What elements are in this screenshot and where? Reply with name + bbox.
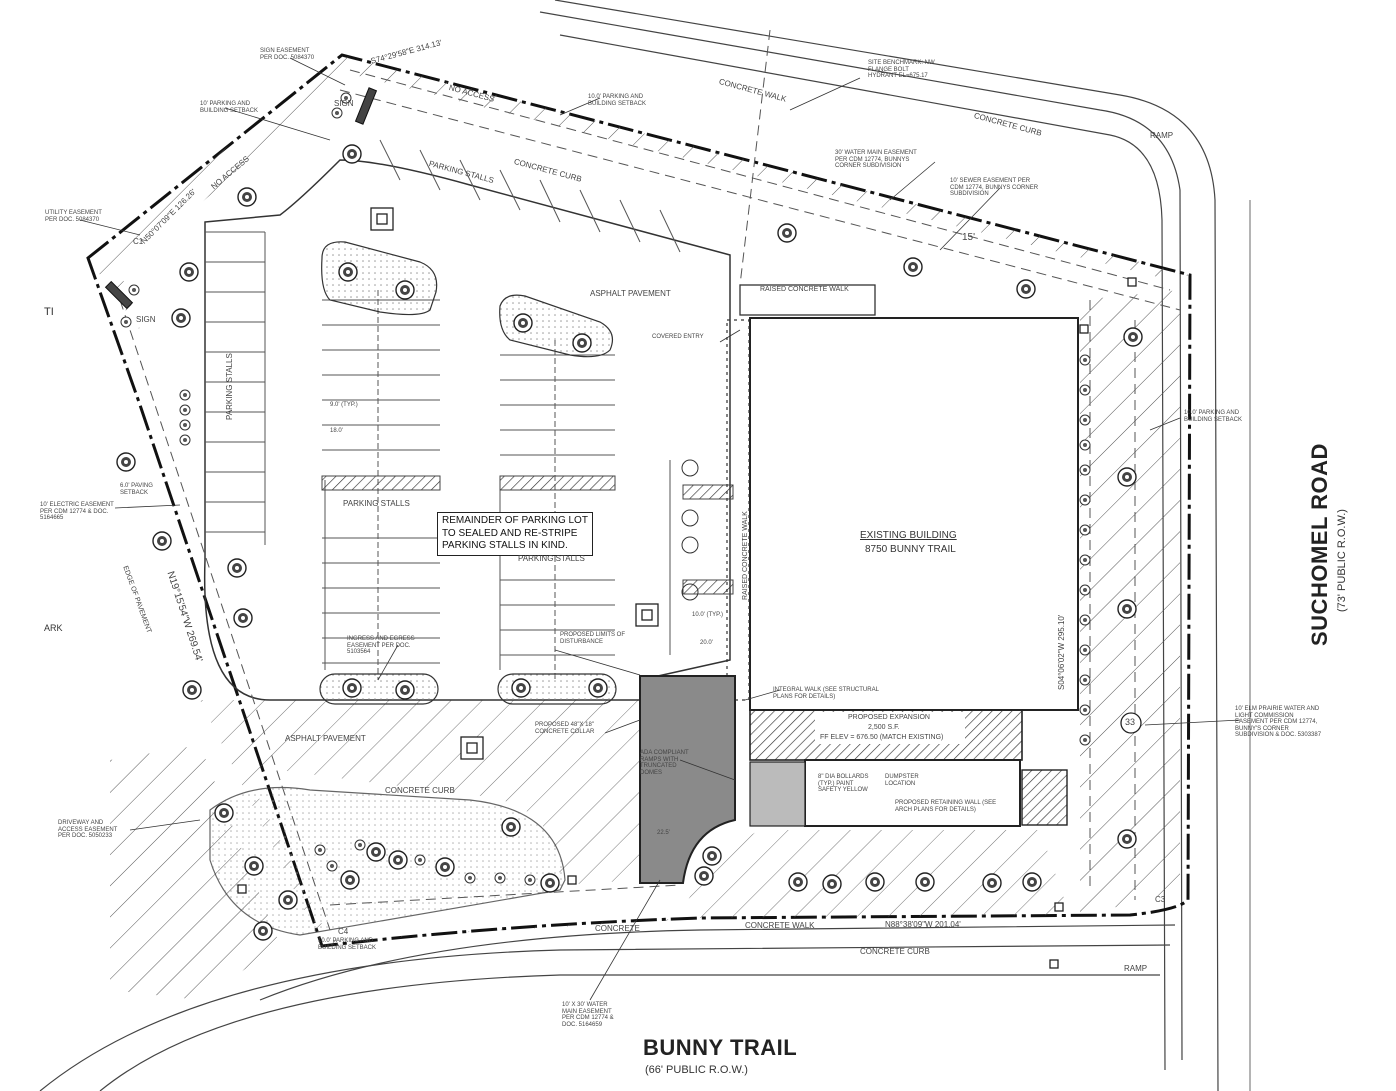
hatch-north-setback — [342, 55, 1190, 280]
sign-marker-1 — [354, 87, 378, 125]
left-cut-text-2: ARK — [44, 623, 63, 633]
retaining-wall-hatch — [1021, 769, 1068, 826]
setback-east-note: 10.0' PARKING AND BUILDING SETBACK — [1184, 410, 1243, 423]
parking-note-line-3: PARKING STALLS IN KIND. — [442, 540, 568, 551]
expansion-line-1: PROPOSED EXPANSION — [848, 714, 930, 721]
retaining-wall-note: PROPOSED RETAINING WALL (SEE ARCH PLANS … — [895, 800, 997, 813]
parking-note-line-2: TO SEALED AND RE-STRIPE — [442, 527, 578, 539]
dimension-15: 15' — [962, 232, 976, 243]
setback-nw-note: 10' PARKING AND BUILDING SETBACK — [200, 101, 259, 114]
bunny-trail-lines — [39, 924, 1176, 1091]
stall-number: 33 — [1125, 717, 1136, 727]
utility-easement-note: UTILITY EASEMENT PER DOC. 5084370 — [45, 210, 102, 223]
ramp-south-label: RAMP — [1124, 964, 1148, 973]
curve-c4: C4 — [338, 927, 349, 936]
stall-number-circle — [1120, 712, 1142, 734]
sewer-easement-note: 10' SEWER EASEMENT PER CDM 12774, BUNNYS… — [950, 178, 1039, 198]
dimension-22: 22.5' — [657, 830, 670, 836]
parking-stalls-label-1: PARKING STALLS — [343, 499, 410, 508]
hatched-stripe-4 — [682, 579, 734, 595]
hatched-stripe-1 — [321, 475, 441, 491]
curve-c3: C3 — [1155, 895, 1166, 904]
parking-note-line-1: REMAINDER OF PARKING LOT — [442, 515, 588, 526]
curve-c1: C1 — [133, 237, 144, 246]
southwest-landscape-bed — [209, 786, 566, 936]
concrete-collar-note: PROPOSED 48"X 18" CONCRETE COLLAR — [535, 722, 595, 735]
leader-lines — [79, 57, 1241, 1001]
landscape-island-1 — [321, 241, 438, 316]
accessible-stall-symbols — [681, 459, 699, 601]
building-title: EXISTING BUILDING — [860, 530, 957, 541]
driveway-easement-note: DRIVEWAY AND ACCESS EASEMENT PER DOC. 50… — [58, 820, 118, 840]
expansion-inner-label-bg — [815, 712, 965, 744]
electric-easement-note: 10' ELECTRIC EASEMENT PER CDM 12774 & DO… — [40, 502, 114, 522]
concrete-south-label: CONCRETE — [595, 924, 640, 933]
expansion-line-2: 2,500 S.F. — [868, 724, 900, 731]
raised-concrete-walk — [739, 284, 876, 316]
hatched-stripe-2 — [499, 475, 616, 491]
paving-setback-note: 6.0' PAVING SETBACK — [120, 483, 153, 496]
hatch-southwest-driveway — [110, 745, 280, 1000]
water-main-easement-south-note: 10' X 30' WATER MAIN EASEMENT PER CDM 12… — [562, 1002, 614, 1028]
bearing-east: S04°06'02"W 295.10' — [1057, 614, 1066, 690]
setback-north-note: 10.0' PARKING AND BUILDING SETBACK — [588, 94, 647, 107]
bunny-trail-name: BUNNY TRAIL — [643, 1035, 798, 1060]
asphalt-pavement-label-1: ASPHALT PAVEMENT — [590, 289, 671, 298]
suchomel-road-lines — [539, 0, 1251, 1091]
dimension-18: 18.0' — [330, 428, 343, 434]
raised-concrete-walk-vertical-label: RAISED CONCRETE WALK — [742, 511, 749, 600]
sign-easement-note: SIGN EASEMENT PER DOC. 5084370 — [260, 48, 315, 61]
hatched-stripe-3 — [682, 484, 734, 500]
building-address: 8750 BUNNY TRAIL — [865, 544, 956, 555]
parking-resurface-note: REMAINDER OF PARKING LOT TO SEALED AND R… — [437, 512, 593, 556]
raised-concrete-walk-label: RAISED CONCRETE WALK — [760, 286, 849, 293]
concrete-pad-gray — [749, 761, 806, 827]
building-walk-strip — [726, 319, 750, 701]
covered-entry-note: COVERED ENTRY — [652, 334, 704, 340]
parking-stalls-label-2: PARKING STALLS — [518, 554, 585, 563]
left-cut-text-1: TI — [44, 306, 54, 318]
ramp-north-label: RAMP — [1150, 131, 1174, 140]
limits-of-disturbance-note: PROPOSED LIMITS OF DISTURBANCE — [560, 632, 626, 645]
expansion-line-3: FF ELEV = 676.50 (MATCH EXISTING) — [820, 734, 944, 741]
integral-walk-note: INTEGRAL WALK (SEE STRUCTURAL PLANS FOR … — [773, 687, 879, 700]
bearing-south: N88°38'09"W 201.04' — [885, 920, 961, 929]
hatch-nw-setback — [88, 55, 355, 330]
bollards-note: 8" DIA BOLLARDS (TYP.) PAINT SAFETY YELL… — [818, 774, 869, 794]
suchomel-road-name: SUCHOMEL ROAD — [1307, 443, 1332, 646]
parking-lot-outline — [203, 159, 731, 701]
existing-building — [749, 317, 1079, 711]
bunny-trail-row: (66' PUBLIC R.O.W.) — [645, 1064, 748, 1076]
concrete-curb-south-label: CONCRETE CURB — [860, 947, 930, 956]
concrete-walk-south-label: CONCRETE WALK — [745, 921, 815, 930]
ada-ramp-area — [639, 675, 736, 884]
dimension-20: 20.0' — [700, 640, 713, 646]
asphalt-pavement-label-2: ASPHALT PAVEMENT — [285, 734, 366, 743]
dimension-10-typ: 10.0' (TYP.) — [692, 612, 724, 618]
setback-south-note: 10.0' PARKING AND BUILDING SETBACK — [318, 938, 377, 951]
water-main-easement-note: 30' WATER MAIN EASEMENT PER CDM 12774, B… — [835, 150, 917, 170]
suchomel-road-row: (73' PUBLIC R.O.W.) — [1336, 509, 1348, 612]
prairie-water-easement-note: 10' ELM PRAIRIE WATER AND LIGHT COMMISSI… — [1235, 706, 1322, 739]
site-benchmark-note: SITE BENCHMARK: NW FLANGE BOLT HYDRANT E… — [868, 60, 935, 80]
dumpster-enclosure — [804, 759, 1021, 827]
sign-label-2: SIGN — [136, 315, 156, 324]
ingress-easement-note: INGRESS AND EGRESS EASEMENT PER DOC. 510… — [347, 636, 415, 656]
concrete-curb-mid-label: CONCRETE CURB — [385, 786, 455, 795]
parking-stall-stripes — [205, 139, 681, 680]
structure-markers — [237, 207, 1137, 969]
dumpster-note: DUMPSTER LOCATION — [885, 774, 919, 787]
ada-ramp-note: ADA COMPLIANT RAMPS WITH TRUNCATED DOMES — [640, 750, 689, 776]
parking-stalls-vertical-label: PARKING STALLS — [225, 353, 234, 420]
dimension-9-typ: 9.0' (TYP.) — [330, 402, 358, 408]
sign-marker-2 — [104, 280, 134, 310]
sign-label-1: SIGN — [334, 99, 354, 108]
